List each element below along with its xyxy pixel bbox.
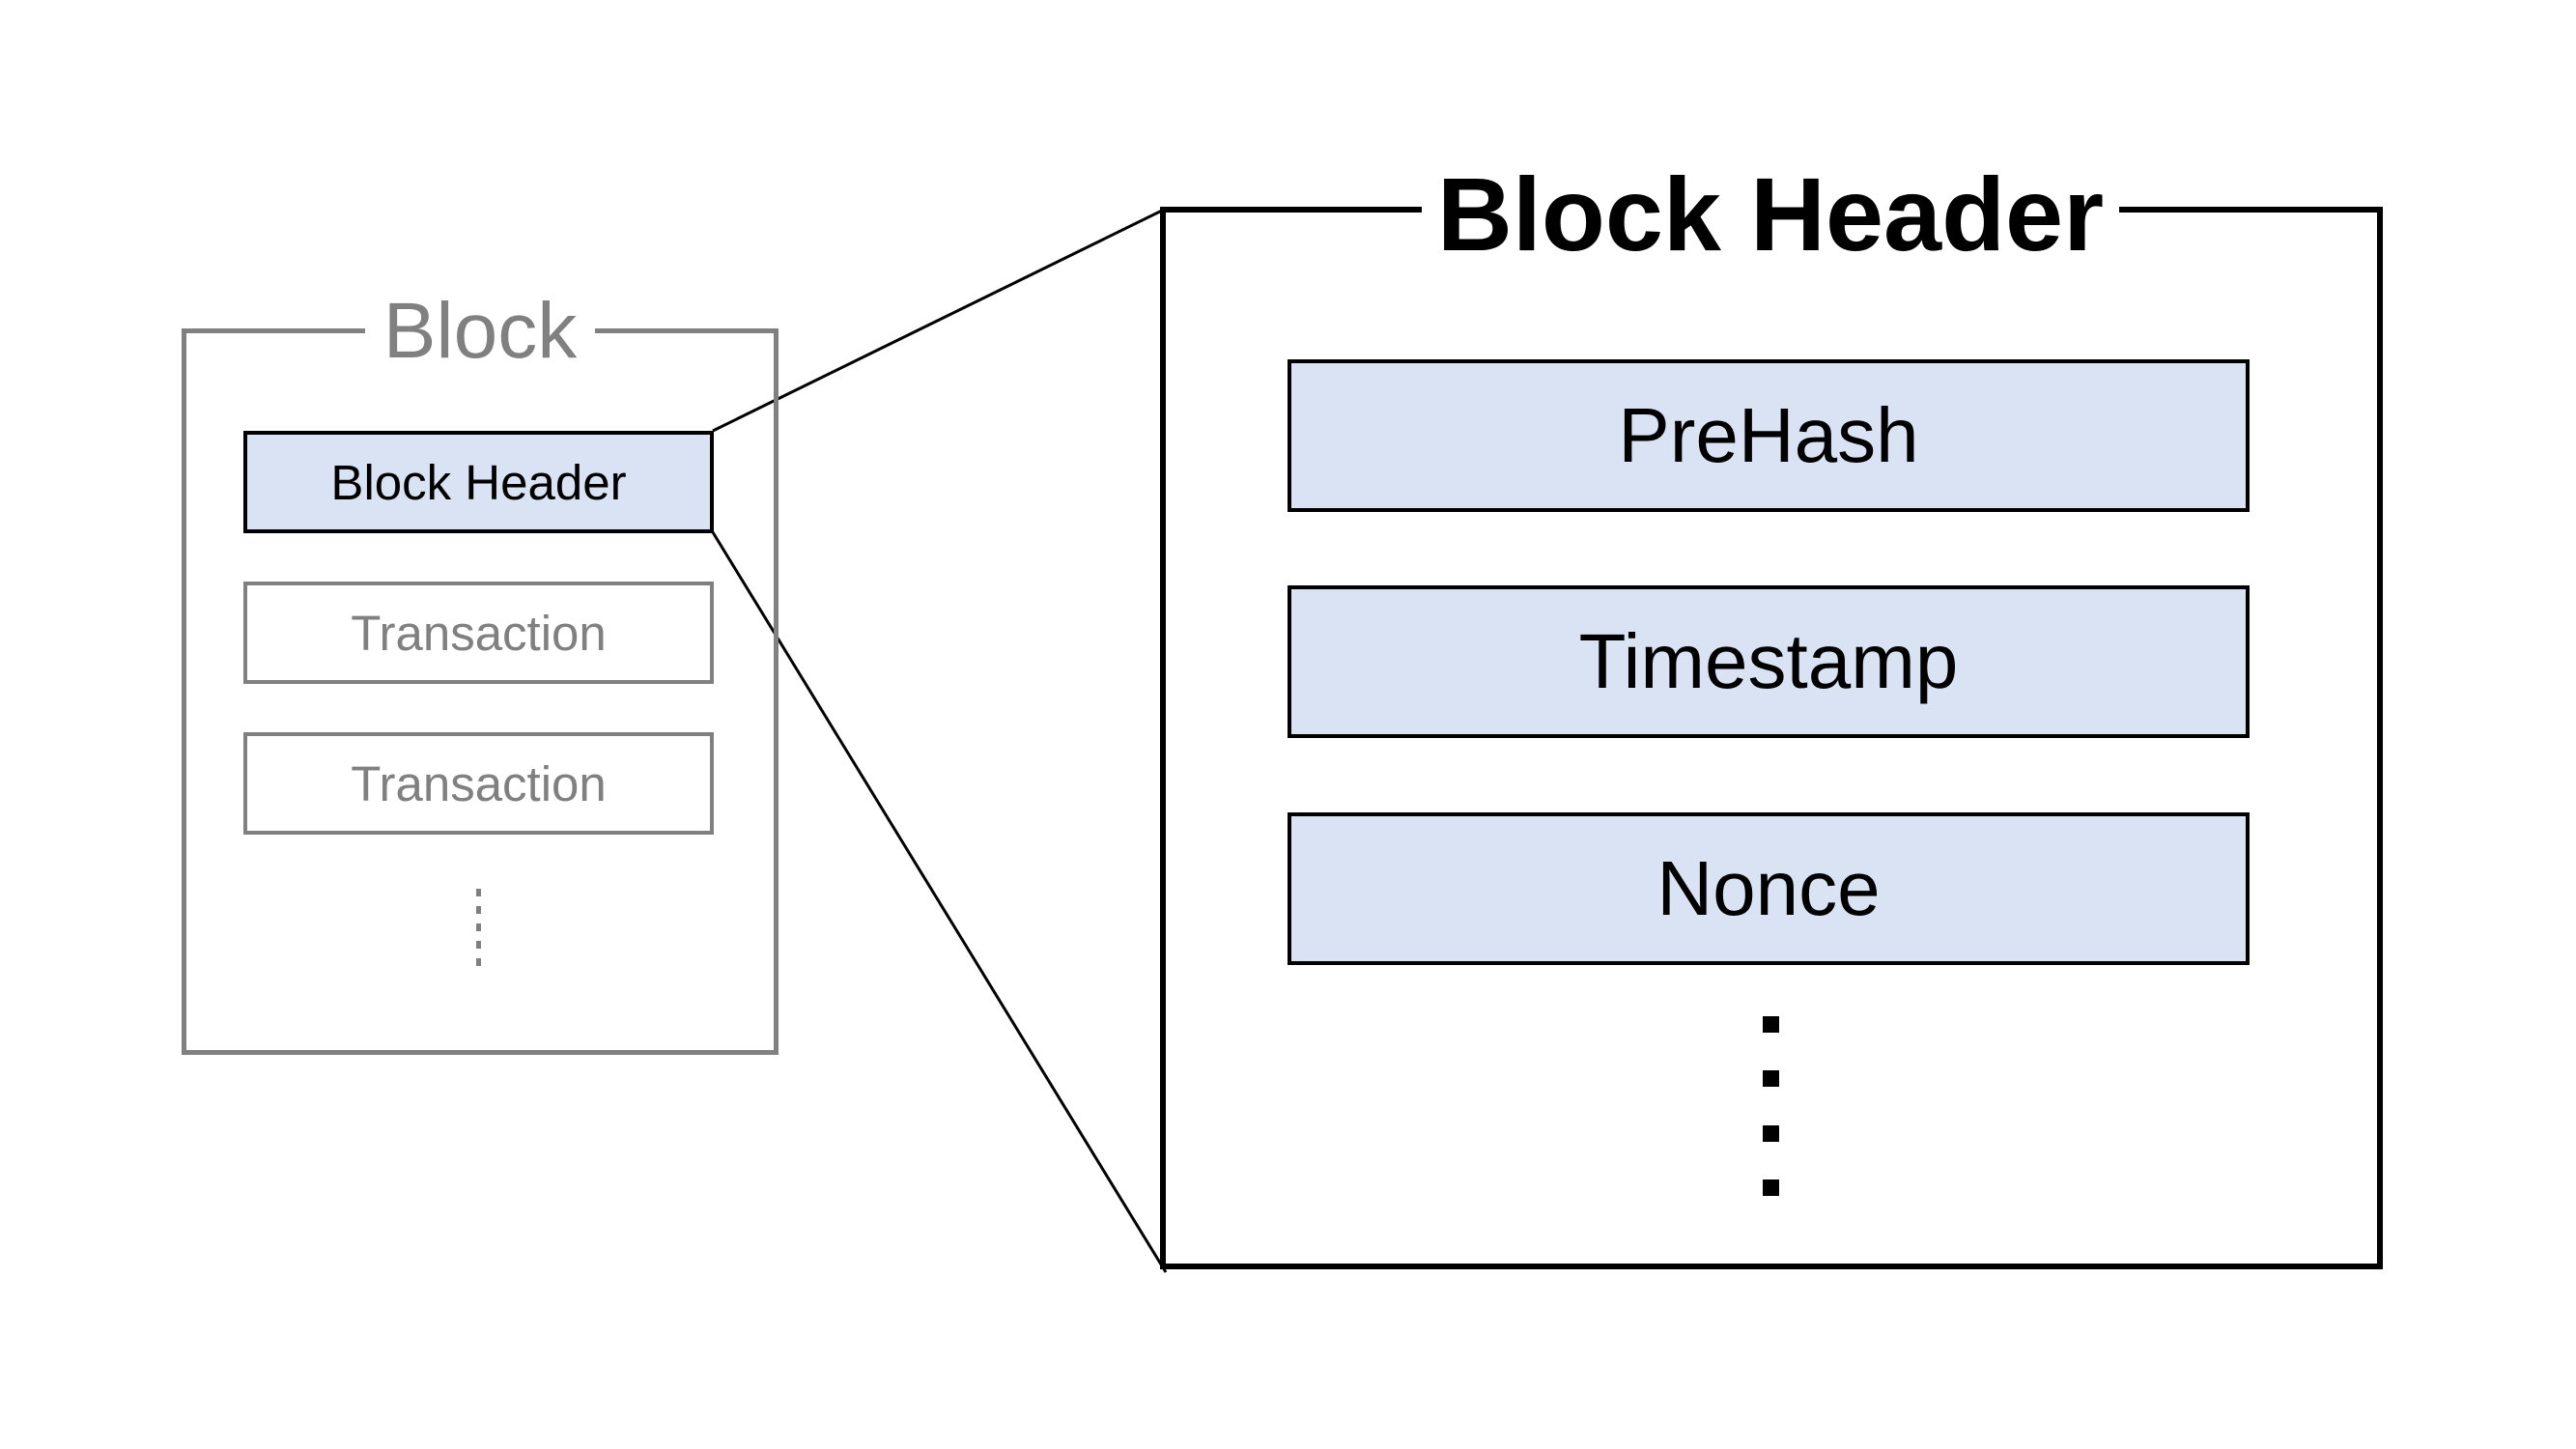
vertical-dots-icon <box>1756 1016 1785 1196</box>
block-title: Block <box>365 292 595 371</box>
transaction-box: Transaction <box>243 732 714 835</box>
block-header-box: Block Header <box>243 431 714 533</box>
nonce-field: Nonce <box>1288 812 2250 965</box>
block-header-title: Block Header <box>1422 162 2119 267</box>
timestamp-field: Timestamp <box>1288 585 2250 738</box>
vertical-dots-icon <box>468 889 488 966</box>
connector-line-bottom <box>711 531 1168 1273</box>
transaction-box: Transaction <box>243 582 714 684</box>
prehash-field: PreHash <box>1288 359 2250 512</box>
connector-line-top <box>712 207 1167 433</box>
